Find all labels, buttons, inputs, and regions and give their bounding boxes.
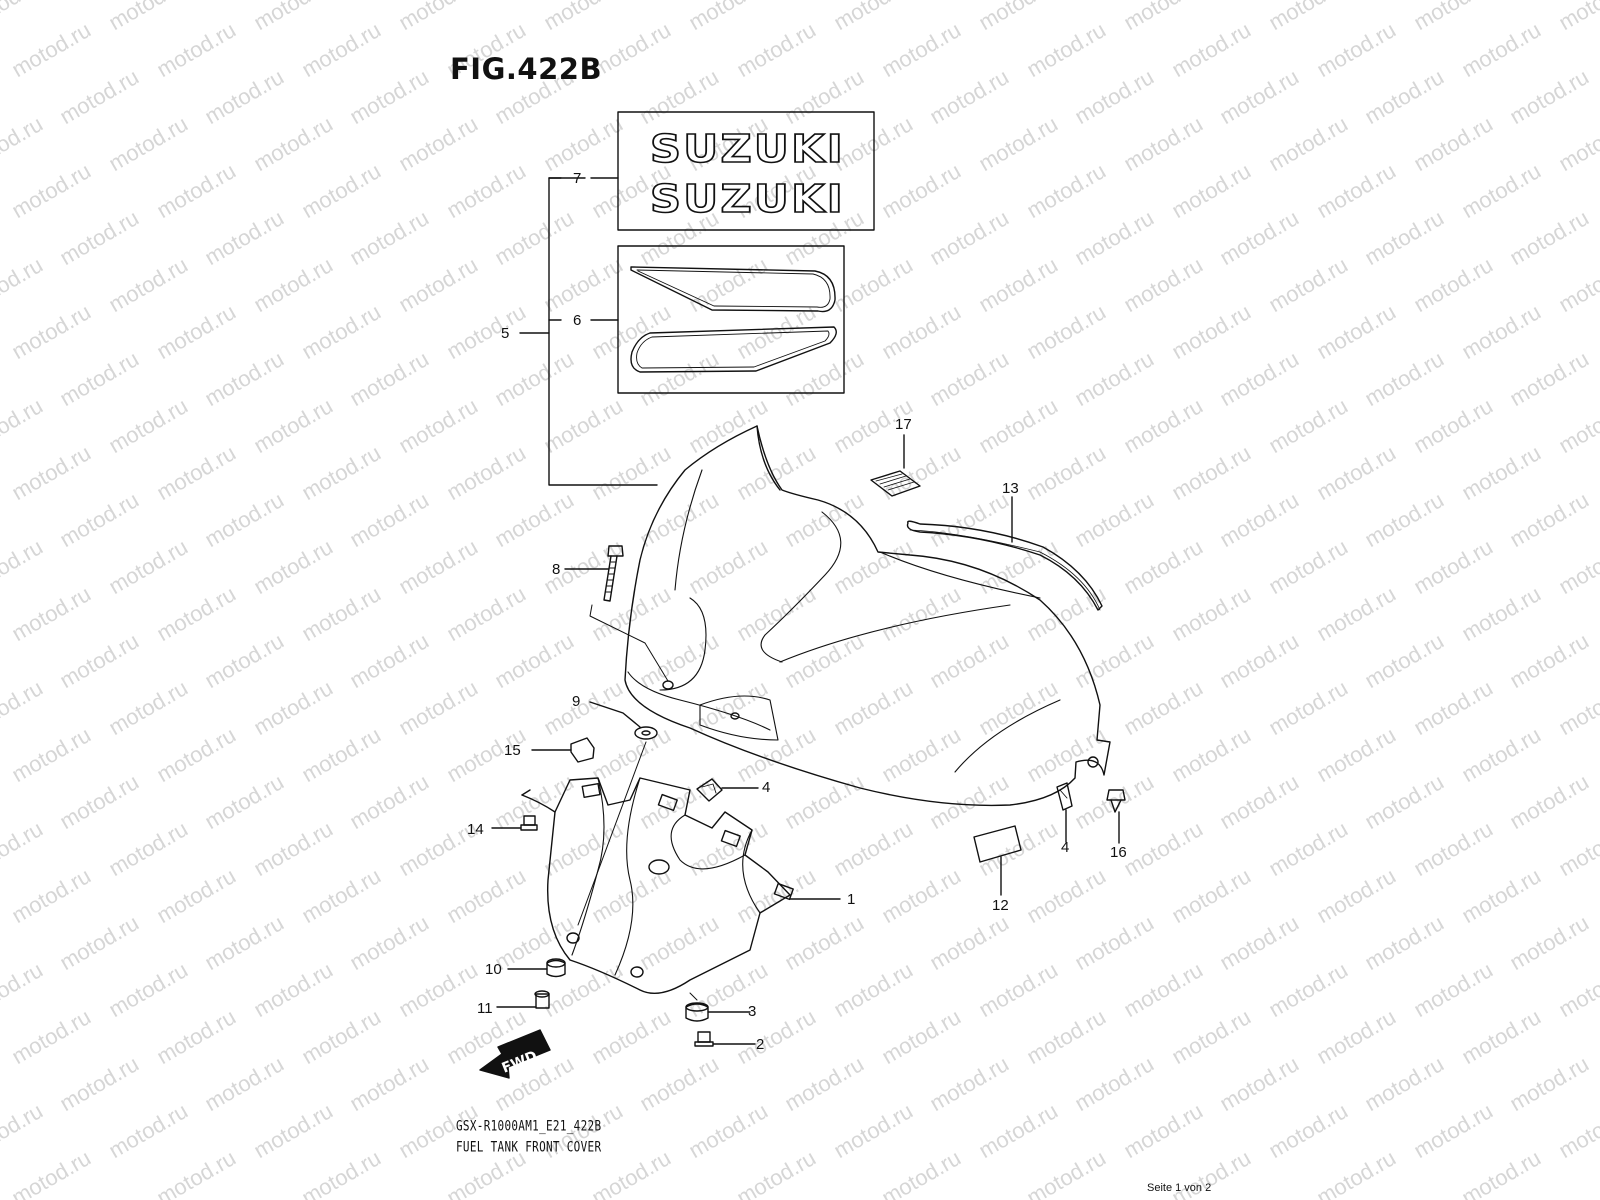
callout-11: 11 [477,1000,493,1017]
washer-9-hole [641,730,651,736]
grommet-10-top [546,958,566,968]
stripe-upper [630,266,836,313]
tank-side-face [659,597,707,691]
grommet-3 [685,1003,709,1022]
tank-ridge-1 [756,425,781,491]
clip-4-right [1056,782,1073,811]
grommet-10 [546,959,566,978]
clip-15 [570,737,595,763]
under-cover-outline [546,777,791,994]
grommet-3-top [685,1002,709,1012]
hose-part-inner [909,529,1101,611]
tank-lower-pocket [699,695,779,741]
callout-4-upper: 4 [762,779,771,796]
grommet-slot-2 [657,793,678,812]
clip-4-upper-fold [701,783,717,794]
callout-15: 15 [504,742,521,759]
tank-front-lip [627,671,771,731]
clip-4-upper [696,778,723,802]
screw-8-thread [605,561,617,593]
callout-8: 8 [552,561,561,578]
callout-12: 12 [992,897,1009,914]
bolt-14-flange [520,824,538,831]
rivet-16-shank [1110,799,1122,813]
emblem-logo-bottom: SUZUKI [650,177,845,221]
tank-ridge-3 [760,511,842,663]
under-cover-ridge-1 [571,777,605,956]
collar-11-top [534,990,550,998]
model-code: GSX-R1000AM1_E21_422B [456,1118,602,1135]
pad-12 [973,825,1022,863]
clip-4-right-fold [1059,789,1068,799]
hose-part [906,520,1103,611]
washer-path [577,741,647,926]
emblem-logo-top: SUZUKI [650,127,845,171]
callout-7: 7 [573,170,582,187]
tank-lower-crease [954,699,1061,773]
tank-ridge-4 [779,604,1011,663]
fwd-arrow-icon [479,1029,551,1079]
tank-bracket-hole [1087,756,1099,768]
callout-17: 17 [895,416,912,433]
screw-8-head [607,545,624,557]
stripe-lower [630,326,837,373]
callout-2: 2 [756,1036,765,1053]
under-cover-ridge-2 [614,777,641,976]
callout-5: 5 [501,325,510,342]
pad-17-hatch [875,473,915,491]
grommet-3-path [689,992,698,1001]
bracket-line-5 [548,177,658,486]
leader-line-9 [589,701,641,728]
screw-8-shank [603,555,618,602]
stripe-upper-inner [636,269,831,308]
under-cover-hole-3 [630,966,644,978]
under-cover-lip [521,794,556,813]
tank-ridge-5 [879,551,1041,599]
callout-9: 9 [572,693,581,710]
callout-4-right: 4 [1061,839,1070,856]
stripe-lower-inner [636,330,830,369]
emblem-set-box [617,111,875,231]
under-cover-ridge-4 [742,829,761,914]
callout-6: 6 [573,312,582,329]
tank-ridge-2 [674,469,703,591]
bolt-2-head [697,1031,711,1043]
bolt-14-head [523,815,536,826]
callout-3: 3 [748,1003,757,1020]
page-indicator: Seite 1 von 2 [1147,1182,1212,1194]
callout-16: 16 [1110,844,1127,861]
callout-1: 1 [847,891,856,908]
collar-11 [535,993,550,1009]
fuel-tank-cover-outline [624,425,1111,807]
figure-description: FUEL TANK FRONT COVER [456,1139,602,1156]
callout-10: 10 [485,961,502,978]
pad-17 [870,470,921,497]
grommet-slot-4 [773,882,794,901]
under-cover-hole-1 [648,859,670,875]
under-cover-lip-2 [521,789,531,796]
callout-13: 13 [1002,480,1019,497]
tank-hole-pocket [730,712,740,720]
washer-9 [634,726,658,740]
bolt-2-flange [694,1041,714,1047]
stripe-set-box [617,245,845,394]
under-cover-hole-2 [566,932,580,944]
rivet-16-head [1106,789,1126,801]
callout-14: 14 [467,821,484,838]
figure-title: FIG.422B [450,52,603,86]
tank-hole-left [662,680,674,690]
under-cover-ridge-3 [670,814,746,870]
grommet-slot-3 [720,829,741,848]
grommet-slot-1 [581,782,601,798]
screw-8-path [589,604,669,682]
